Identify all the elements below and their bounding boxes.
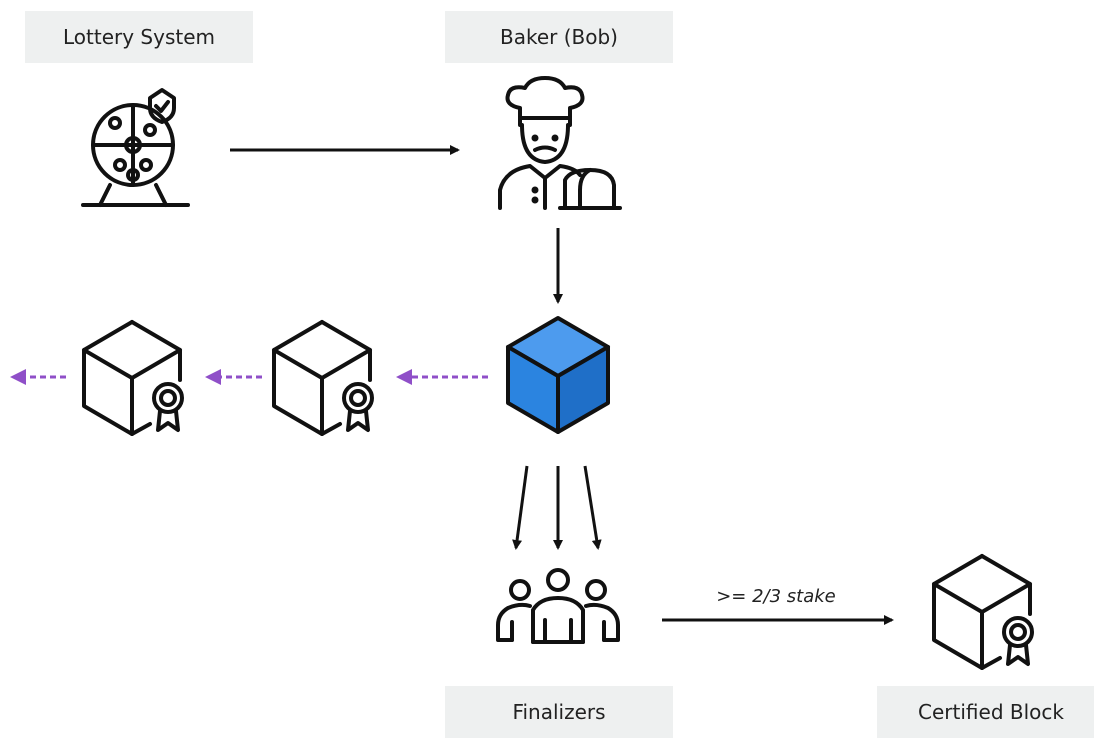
arrows-block-to-finalizers — [512, 465, 602, 550]
finalizers-label: Finalizers — [445, 686, 673, 738]
certified-block-label: Certified Block — [877, 686, 1094, 738]
chain-block-2 — [82, 320, 184, 436]
lottery-system-label: Lottery System — [25, 11, 253, 63]
stake-threshold-label: >= 2/3 stake — [716, 586, 836, 607]
group-icon — [496, 568, 620, 644]
certified-block-icon — [932, 554, 1034, 670]
baker-icon — [498, 76, 622, 210]
chain-arrows — [10, 369, 488, 385]
block-cube-icon — [506, 316, 610, 434]
lottery-wheel-icon — [81, 88, 190, 207]
chain-block-1 — [272, 320, 374, 436]
baker-label: Baker (Bob) — [445, 11, 673, 63]
